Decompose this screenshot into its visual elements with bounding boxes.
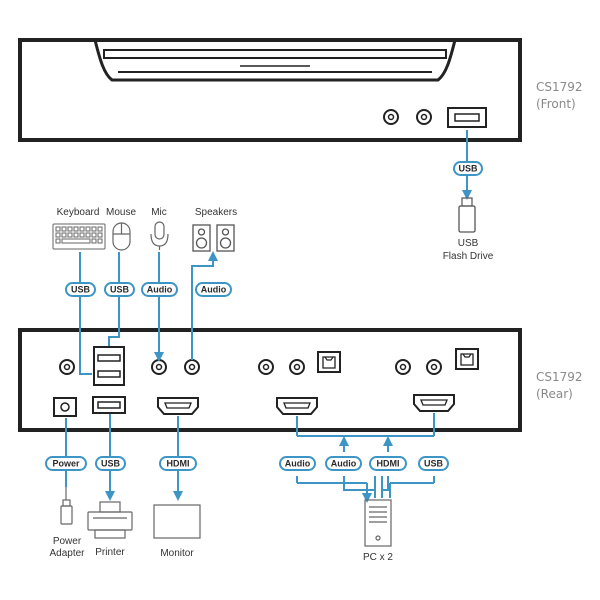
mouse-label: Mouse [106,207,136,218]
rear-side-label: (Rear) [536,387,573,401]
rear-printer-usb-port [92,396,126,414]
front-unit [18,38,522,142]
pc2-audio-port-2 [426,359,442,375]
speakers-audio-pill: Audio [195,282,232,297]
front-audio-port-1 [383,109,399,125]
svg-text:USB: USB [71,285,91,295]
printer-icon [87,501,133,539]
front-side-label: (Front) [536,97,576,111]
power-pill: Power [45,456,87,471]
rear-mic-port [151,359,167,375]
rear-monitor-hdmi-port [157,397,199,415]
keyboard-usb-pill: USB [65,282,96,297]
svg-text:Audio: Audio [147,285,173,295]
svg-text:USB: USB [101,459,121,469]
mouse-usb-pill: USB [104,282,135,297]
front-model-label: CS1792 [536,80,583,94]
svg-text:HDMI: HDMI [167,459,190,469]
printer-label: Printer [95,547,125,558]
rear-audio-port-left [59,359,75,375]
svg-text:USB: USB [424,459,444,469]
pc1-hdmi-port [276,397,318,415]
keyboard-label: Keyboard [57,207,100,218]
usb-flash-drive-icon [458,197,476,233]
rear-unit [18,328,522,432]
speakers-label: Speakers [195,207,237,218]
pc2-audio-port-1 [395,359,411,375]
pc2-usb-b-port [455,348,479,370]
monitor-hdmi-pill: HDMI [159,456,197,471]
front-drawer [93,39,457,82]
pc-usb-pill: USB [418,456,449,471]
power-adapter-label-1: Power [53,536,82,547]
front-usb-pill: USB [453,161,483,176]
pc-audio-pill-2: Audio [325,456,362,471]
monitor-icon [153,504,201,539]
svg-text:USB: USB [110,285,130,295]
power-adapter-label-2: Adapter [49,548,85,559]
speakers-icon [192,224,235,252]
mic-label: Mic [151,207,167,218]
pc-label: PC x 2 [363,552,393,563]
power-adapter-icon [60,487,73,525]
monitor-label: Monitor [160,548,194,559]
svg-text:Power: Power [52,459,80,469]
rear-model-label: CS1792 [536,370,583,384]
pc1-usb-b-port [317,351,341,373]
pc2-hdmi-port [413,394,455,412]
rear-speaker-port [184,359,200,375]
pc-tower-icon [364,499,392,547]
flash-drive-label-1: USB [458,238,479,249]
flash-drive-label-2: Flash Drive [443,251,494,262]
pc1-audio-port-1 [258,359,274,375]
pc1-audio-port-2 [289,359,305,375]
pc-cables [296,413,435,503]
keyboard-icon [52,223,106,250]
svg-text:Audio: Audio [285,459,311,469]
pc-audio-pill-1: Audio [279,456,316,471]
bottom-cables [65,414,183,501]
svg-text:Audio: Audio [331,459,357,469]
front-usb-port [447,107,487,128]
rear-power-port [53,397,77,417]
front-audio-port-2 [416,109,432,125]
svg-text:Audio: Audio [201,285,227,295]
svg-text:USB: USB [458,164,478,174]
pc-hdmi-pill: HDMI [369,456,407,471]
printer-usb-pill: USB [95,456,126,471]
rear-console-usb-ports [93,346,125,386]
mic-audio-pill: Audio [141,282,178,297]
mic-icon [150,221,169,250]
mouse-icon [112,222,131,251]
svg-text:HDMI: HDMI [377,459,400,469]
